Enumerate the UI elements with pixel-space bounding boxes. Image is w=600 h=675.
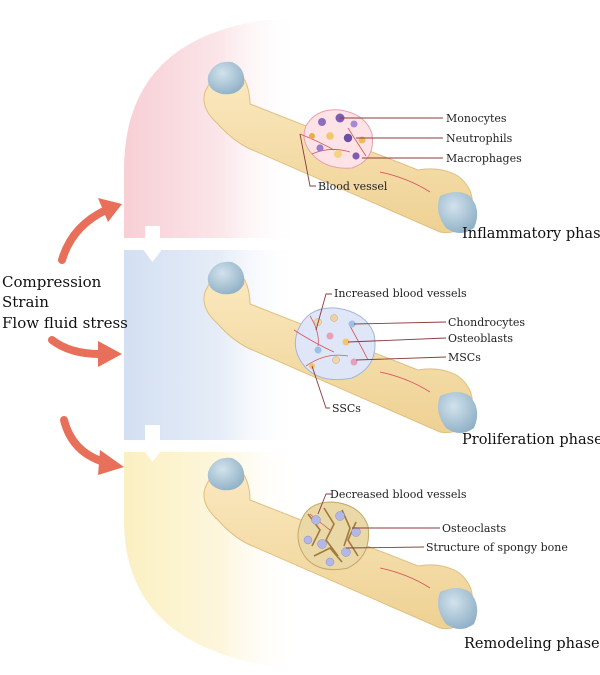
force-flow-fluid-stress: Flow fluid stress [2,314,128,332]
leader-sscs [311,365,330,409]
bone-remodeling [203,457,478,630]
title-inflammatory-phase: Inflammatory phase [462,226,600,242]
leader-chondrocytes [353,321,447,325]
label-increased-blood-vessels: Increased blood vessels [334,287,467,300]
label-osteoclasts: Osteoclasts [442,522,507,535]
label-mscs: MSCs [448,351,481,364]
leader-blood-vessel [299,133,316,187]
title-remodeling-phase: Remodeling phase [464,636,600,652]
leader-osteoblasts [347,337,447,343]
bone-proliferation [203,261,478,434]
down-arrow-2 [136,425,169,462]
label-osteoblasts: Osteoblasts [448,332,513,345]
label-structure-of-spongy-bone: Structure of spongy bone [426,541,568,554]
leader-decreased-vessels [317,493,332,515]
force-arrow-down [60,416,124,475]
leader-spongy-bone [345,546,425,549]
leader-increased-vessels [315,293,332,331]
label-sscs: SSCs [332,402,361,415]
title-proliferation-phase: Proliferation phase [462,432,600,448]
bone-inflammatory [203,61,478,234]
down-arrow-1 [136,226,169,262]
force-strain: Strain [2,293,49,311]
force-arrow-up [58,198,122,264]
leader-mscs [355,356,447,361]
label-chondrocytes: Chondrocytes [448,316,525,329]
force-compression: Compression [2,273,102,291]
label-blood-vessel: Blood vessel [318,180,388,193]
label-decreased-blood-vessels: Decreased blood vessels [330,488,467,501]
label-monocytes: Monocytes [446,112,507,125]
inflammatory-band [124,20,300,238]
label-neutrophils: Neutrophils [446,132,513,145]
label-macrophages: Macrophages [446,152,522,165]
force-arrow-mid [48,336,122,367]
